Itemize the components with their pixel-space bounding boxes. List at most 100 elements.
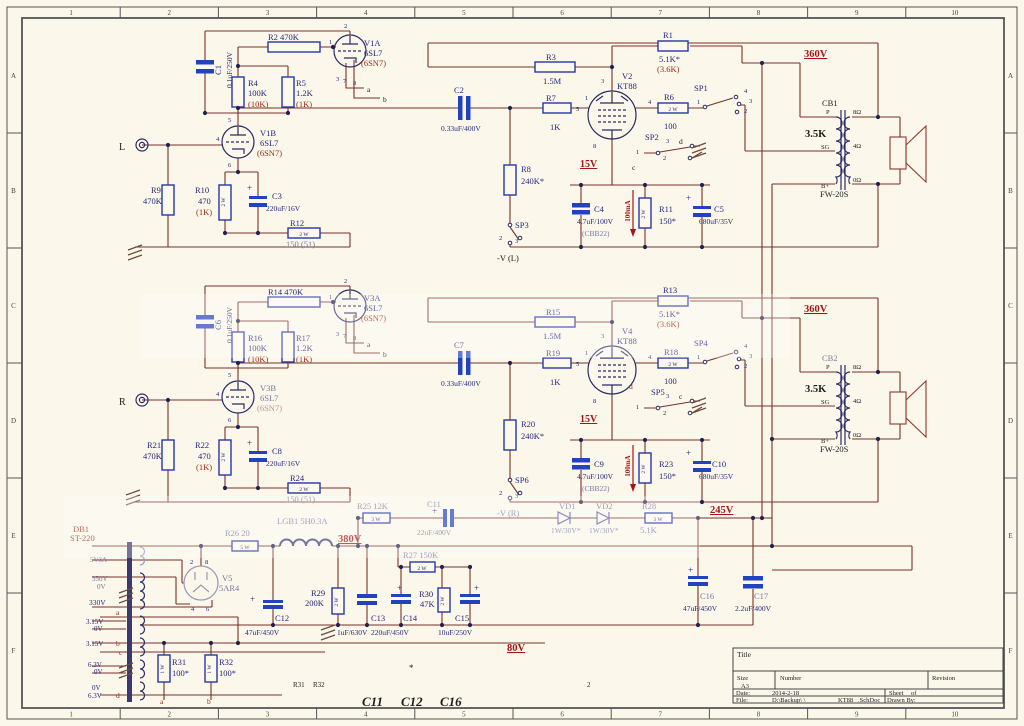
border-col-1: 1 [69, 711, 73, 719]
choke-lgb1: LGB1 5H0.3A [277, 516, 328, 526]
resistor-r13 [657, 295, 689, 307]
date-label: Date: [736, 690, 750, 697]
diode-vd2: VD2 [596, 501, 613, 511]
tube-v3a-symbol [333, 289, 367, 323]
label--1k-: (1K) [296, 354, 312, 364]
border-col-3: 3 [266, 711, 270, 719]
label-c14: C14 [403, 613, 418, 623]
label-8: 8 [205, 559, 208, 566]
label--: + [247, 438, 252, 448]
diode-vd1: VD1 [559, 501, 576, 511]
border-row-B: B [1008, 187, 1013, 195]
label-r1: R1 [663, 30, 673, 40]
label-150-51-: 150 (51) [286, 494, 315, 504]
junction-dot [255, 485, 261, 491]
number-label: Number [780, 675, 802, 682]
label-3-w: 3 W [371, 517, 381, 523]
label-c2: C2 [454, 85, 464, 95]
junction-dot [769, 543, 775, 549]
label-5ar4: 5AR4 [219, 583, 240, 593]
junction-dot [335, 543, 341, 549]
capacitor-c9 [572, 458, 590, 463]
tube-v4-symbol [587, 345, 637, 395]
label-220uf-450v: 220uF/450V [371, 628, 410, 637]
junction-dot [507, 360, 513, 366]
label-4-: 4Ω [853, 143, 861, 150]
label-2-w: 2 W [641, 464, 647, 474]
label-b-: B+ [821, 183, 829, 190]
label--: + [397, 583, 402, 593]
junction-dot [161, 640, 167, 646]
resistor-r19 [542, 357, 572, 369]
diodes [557, 511, 611, 525]
switch-sp5: SP5 [651, 387, 665, 397]
label-0-: 0Ω [853, 432, 861, 439]
label-4: 4 [216, 391, 220, 398]
resistor-r29 [331, 587, 345, 615]
input-right: R [119, 397, 126, 408]
resistor-r3 [534, 61, 576, 73]
label-1: 1 [697, 99, 700, 106]
junction-dot [875, 114, 881, 120]
label-5-1k-: 5.1K* [659, 54, 680, 64]
label-2-2uf-400v: 2.2uF/400V [735, 604, 772, 613]
capacitor-c14 [391, 594, 411, 597]
resistors [157, 40, 689, 683]
label-fw-20s: FW-20S [820, 444, 849, 454]
resistor-r14 [267, 296, 321, 308]
switch-sp6: SP6 [515, 475, 529, 485]
label-0v: 0V [97, 583, 106, 591]
label-1w-30v-: 1W/30V* [589, 526, 619, 535]
junction-dot [699, 244, 705, 250]
label-2: 2 [344, 23, 347, 30]
label--10k-: (10K) [248, 99, 268, 109]
label-st-220: ST-220 [70, 533, 95, 543]
file-value: D:\Backup\ \ [772, 697, 806, 704]
junction-dot [750, 515, 756, 521]
label-1: 1 [697, 354, 700, 361]
label-c13: C13 [371, 613, 385, 623]
resistor-r17 [281, 331, 295, 363]
tube-v1b-symbol [221, 125, 255, 159]
border-col-10: 10 [951, 711, 959, 719]
label-p: P [826, 364, 830, 371]
label-2-w: 2 W [641, 209, 647, 219]
resistor-r27 [409, 561, 436, 573]
junction-dot [165, 142, 171, 148]
label-c17: C17 [754, 591, 768, 601]
label-3-15v: 3.15V [86, 618, 103, 626]
label-3: 3 [515, 493, 518, 500]
label-6: 6 [228, 162, 232, 169]
label-c11: C11 [362, 694, 383, 709]
label-1w-30v-: 1W/30V* [551, 526, 581, 535]
junction-dot [467, 622, 473, 628]
power-transformer-db1-symbol [127, 542, 146, 702]
capacitor-c11 [443, 509, 447, 527]
label-1k: 1K [550, 377, 561, 387]
junction-dot [330, 44, 336, 50]
junction-dot [235, 105, 241, 111]
label-r20: R20 [521, 419, 535, 429]
junction-dot [395, 543, 401, 549]
label-6sl7: 6SL7 [364, 48, 382, 58]
label-2: 2 [663, 410, 666, 417]
junction-dot [235, 424, 241, 430]
cap-c1: C1 [213, 65, 223, 75]
capacitor-c4 [572, 203, 590, 208]
label-1: 1 [636, 404, 639, 411]
label-1-5m: 1.5M [543, 331, 562, 341]
border-row-C: C [1008, 302, 1013, 310]
volt-15v-left: 15V [580, 159, 598, 170]
label-3: 3 [601, 333, 604, 340]
label-c7: C7 [454, 340, 464, 350]
label-4-: 4Ω [853, 398, 861, 405]
junction-dot [578, 182, 584, 188]
label-3-15v: 3.15V [86, 640, 103, 648]
label-5: 5 [228, 117, 231, 124]
resistor-r23 [638, 452, 652, 484]
tube-v2-symbol [587, 90, 637, 140]
label-3: 3 [666, 138, 669, 145]
label--10k-: (10K) [248, 354, 268, 364]
resistor-r7 [542, 102, 572, 114]
